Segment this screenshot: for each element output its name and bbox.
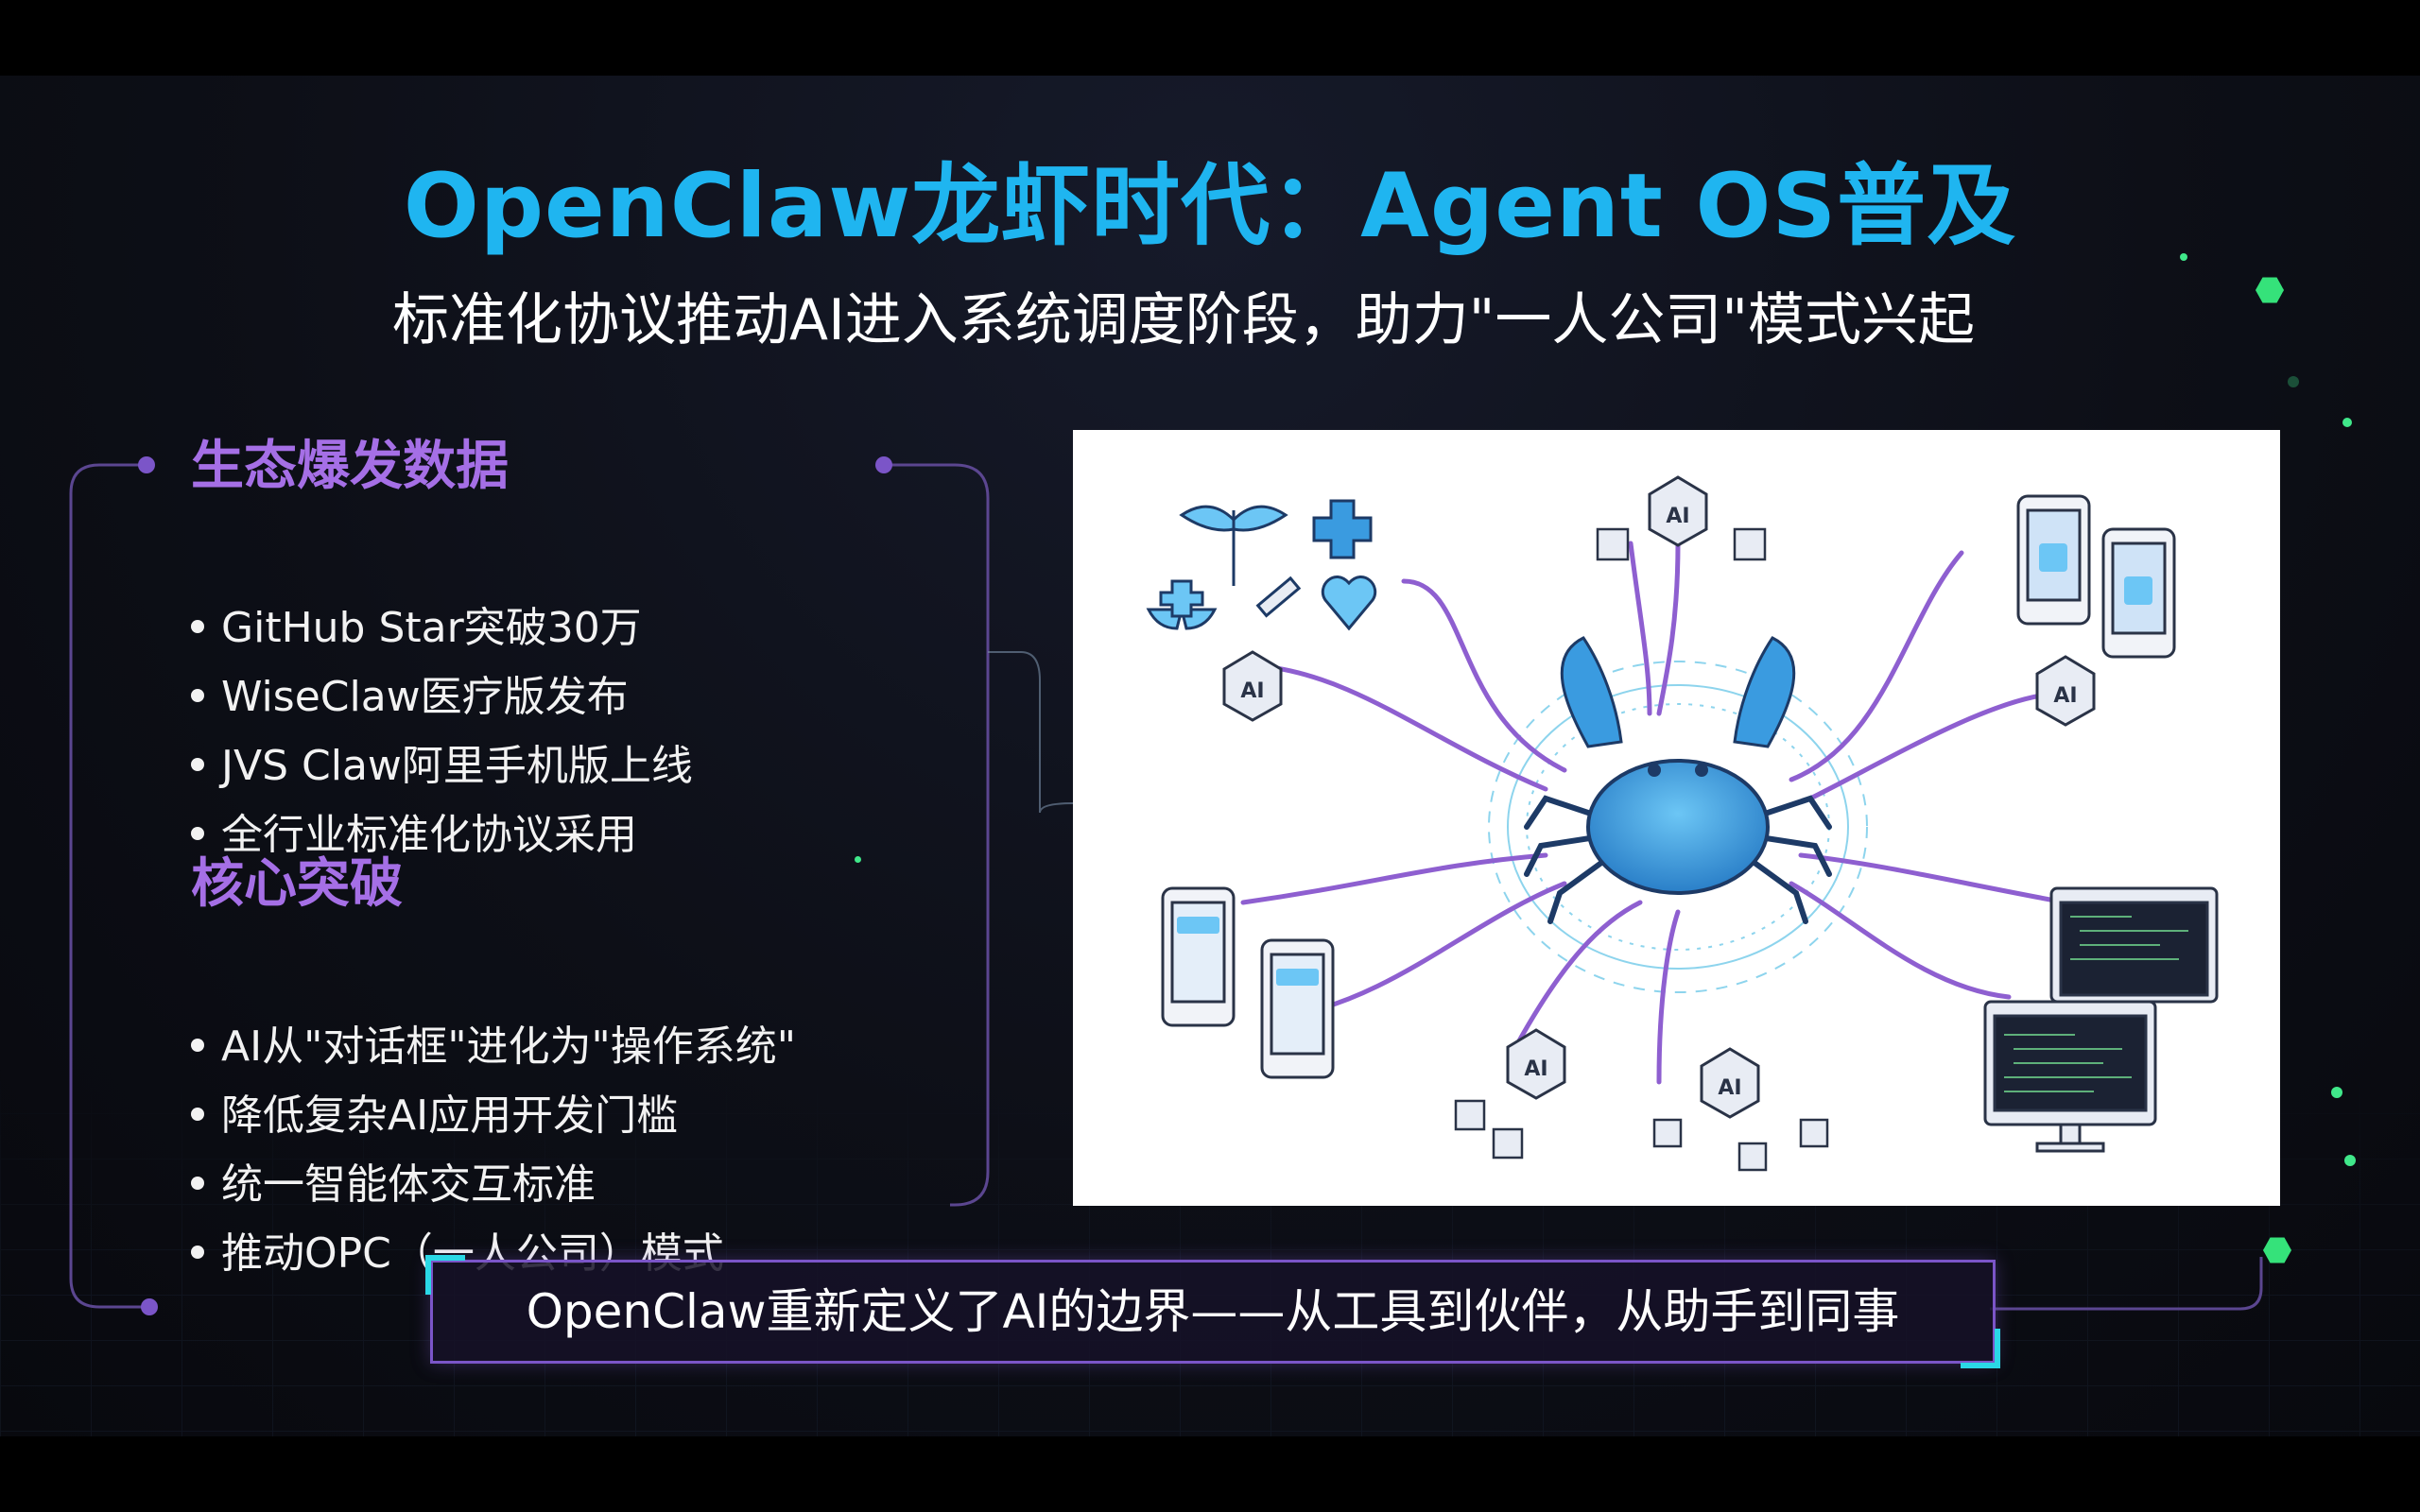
list-item-text: 统一智能体交互标准 (221, 1160, 596, 1209)
summary-banner: OpenClaw重新定义了AI的边界——从工具到伙伴，从助手到同事 (425, 1255, 2000, 1368)
slide-subtitle: 标准化协议推动AI进入系统调度阶段，助力"一人公司"模式兴起 (392, 287, 1975, 353)
sparkle-dot-icon (2288, 376, 2299, 387)
list-item-text: GitHub Star突破30万 (221, 604, 642, 652)
slide-title: OpenClaw龙虾时代：Agent OS普及 (403, 155, 2017, 258)
ai-cube-top: AI (1648, 475, 1708, 547)
list-item: 统一智能体交互标准 (191, 1150, 796, 1219)
hexagon-sparkle-icon (2256, 277, 2284, 303)
svg-text:AI: AI (1524, 1057, 1547, 1081)
ai-cube-left: AI (1222, 650, 1283, 722)
hands-care-icon (1146, 579, 1218, 630)
code-lines (2004, 916, 2188, 1092)
bullet-dot-icon (191, 689, 204, 702)
chat-bubble-icon (1177, 543, 2152, 986)
bullet-dot-icon (191, 1039, 204, 1052)
bullet-dot-icon (191, 1246, 204, 1259)
list-item: 降低复杂AI应用开发门槛 (191, 1081, 796, 1150)
cable-lines (1240, 541, 2068, 1085)
list-item-text: 降低复杂AI应用开发门槛 (221, 1091, 679, 1140)
list-item: WiseClaw医疗版发布 (191, 662, 693, 731)
banner-text: OpenClaw重新定义了AI的边界——从工具到伙伴，从助手到同事 (526, 1284, 1900, 1339)
ai-cube-bottom: AI (1700, 1047, 1760, 1119)
agent-os-illustration: AI AI AI AI AI (1073, 430, 2280, 1206)
caduceus-icon (1179, 505, 1288, 586)
svg-text:AI: AI (1666, 505, 1689, 528)
section-heading-ecosystem: 生态爆发数据 (191, 436, 509, 497)
list-item: GitHub Star突破30万 (191, 593, 693, 662)
presentation-slide: OpenClaw龙虾时代：Agent OS普及 标准化协议推动AI进入系统调度阶… (0, 76, 2420, 1436)
letterbox-bottom (0, 1436, 2420, 1512)
corner-bracket-icon (425, 1255, 465, 1295)
breakthrough-list: AI从"对话框"进化为"操作系统" 降低复杂AI应用开发门槛 统一智能体交互标准… (191, 1012, 796, 1288)
sparkle-dot-icon (2344, 1155, 2356, 1166)
crab-icon (1524, 636, 1832, 924)
corner-bracket-icon (1961, 1329, 2000, 1368)
svg-text:AI: AI (1240, 679, 1264, 703)
list-item: JVS Claw阿里手机版上线 (191, 731, 693, 800)
list-item-text: 全行业标准化协议采用 (221, 811, 637, 859)
syringe-icon (1255, 576, 1302, 618)
bullet-dot-icon (191, 827, 204, 840)
list-item: AI从"对话框"进化为"操作系统" (191, 1012, 796, 1081)
left-panel-frame (69, 456, 2263, 1315)
list-item-text: AI从"对话框"进化为"操作系统" (221, 1022, 797, 1071)
heart-pulse-icon (1321, 576, 1377, 631)
small-cubes (1454, 527, 1829, 1172)
sparkle-dot-icon (855, 856, 861, 863)
ai-cube-bottom-left: AI (1506, 1028, 1566, 1100)
sparkle-dot-icon (2331, 1087, 2342, 1098)
bullet-dot-icon (191, 1108, 204, 1121)
list-item: 全行业标准化协议采用 (191, 800, 693, 869)
medical-cross-icon (1312, 499, 1373, 559)
svg-text:AI: AI (2053, 684, 2077, 708)
monitor-icon (1983, 886, 2219, 1153)
sparkle-dot-icon (2342, 418, 2352, 427)
ecosystem-list: GitHub Star突破30万 WiseClaw医疗版发布 JVS Claw阿… (191, 593, 693, 869)
section-heading-breakthrough: 核心突破 (191, 853, 403, 915)
list-item-text: WiseClaw医疗版发布 (221, 673, 629, 721)
ai-cube-right: AI (2035, 655, 2096, 727)
letterbox-top (0, 0, 2420, 76)
bullet-dot-icon (191, 620, 204, 633)
hexagon-sparkle-icon (2263, 1237, 2291, 1263)
sparkle-dot-icon (2180, 253, 2187, 261)
bullet-dot-icon (191, 1177, 204, 1190)
svg-text:AI: AI (1718, 1076, 1741, 1100)
bullet-dot-icon (191, 758, 204, 771)
list-item-text: JVS Claw阿里手机版上线 (221, 742, 693, 790)
